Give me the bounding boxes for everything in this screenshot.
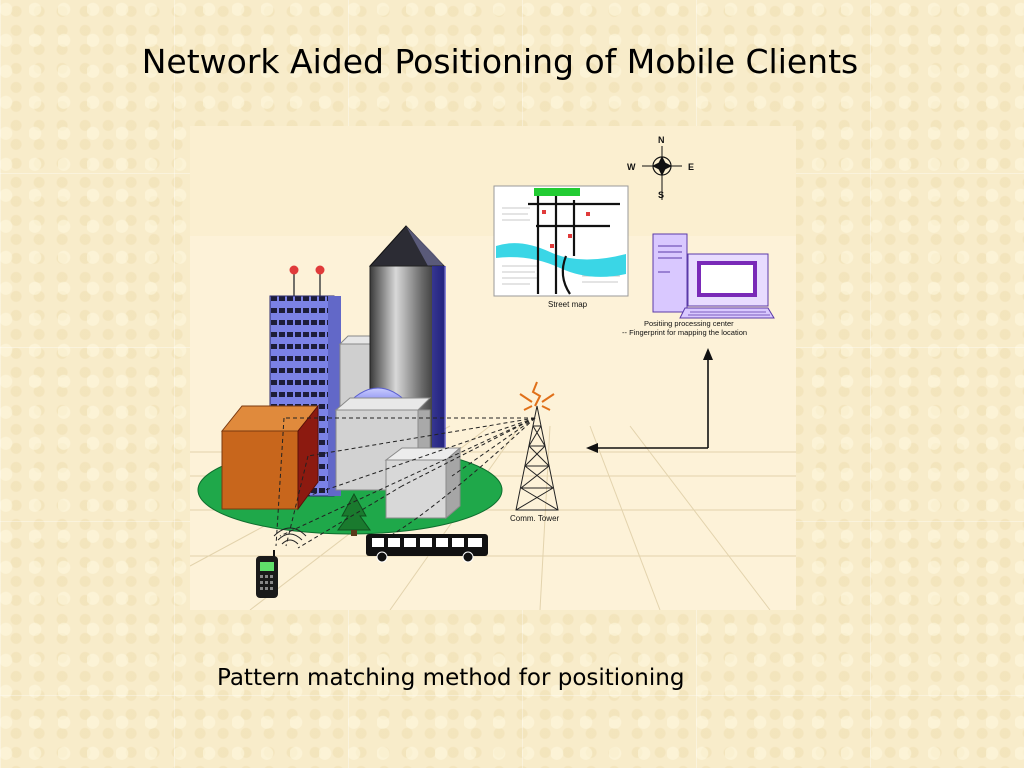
compass-east-label: E xyxy=(688,162,694,172)
tower-label: Comm. Tower xyxy=(510,514,560,523)
computer-icon xyxy=(652,233,775,319)
mobile-phone-icon xyxy=(256,550,278,598)
data-flow-arrow xyxy=(596,356,709,449)
street-map-image xyxy=(493,185,629,297)
signal-wave-icon xyxy=(273,527,307,545)
arrow-left-head xyxy=(586,443,598,453)
figure-caption: Pattern matching method for positioning xyxy=(217,665,685,691)
compass-south-label: S xyxy=(658,190,664,200)
compass-rose-icon xyxy=(642,146,682,200)
compass-north-label: N xyxy=(658,135,665,145)
gray-box-building xyxy=(384,446,462,520)
positioning-diagram: Comm. Tower xyxy=(190,126,796,610)
bus-icon xyxy=(366,534,488,563)
tree-icon xyxy=(337,492,371,536)
orange-cube-building xyxy=(220,404,320,511)
slide-title: Network Aided Positioning of Mobile Clie… xyxy=(141,42,859,81)
arrow-up-head xyxy=(703,348,713,360)
antenna-signal-icon xyxy=(519,381,555,411)
diagram-canvas: Comm. Tower xyxy=(190,126,796,610)
signal-paths xyxy=(275,417,536,549)
comm-tower-icon xyxy=(515,405,559,511)
street-map-label: Street map xyxy=(548,300,588,309)
compass-west-label: W xyxy=(627,162,636,172)
fingerprint-label: -- Fingerprint for mapping the location xyxy=(622,328,747,337)
processing-center-label: Positiing processing center xyxy=(644,319,734,328)
